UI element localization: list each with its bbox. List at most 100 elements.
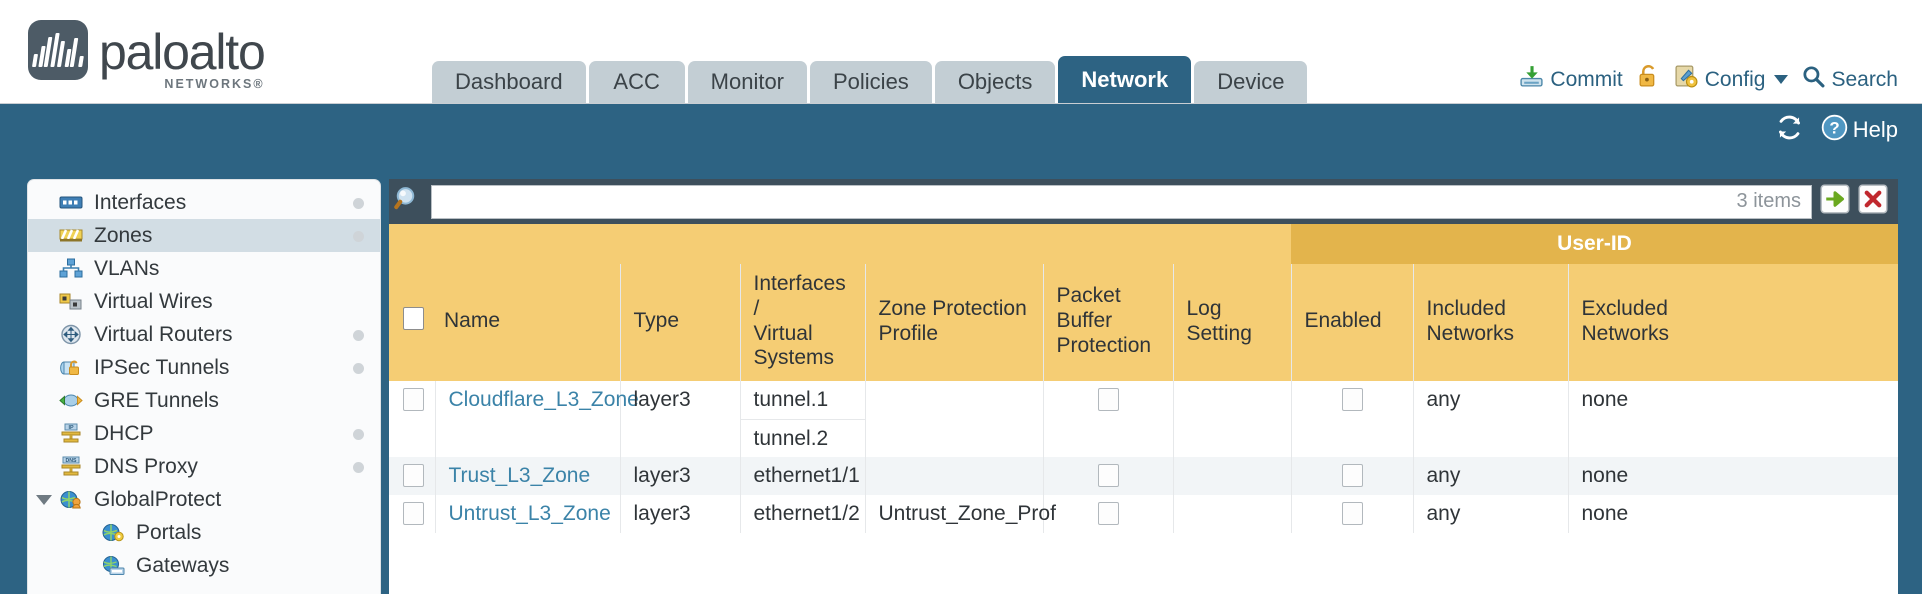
expand-triangle-icon[interactable]	[36, 495, 52, 505]
globalprotect-icon	[58, 489, 84, 511]
nav-tab-dashboard[interactable]: Dashboard	[432, 61, 586, 103]
column-header-name[interactable]: Name	[435, 264, 621, 382]
search-label: Search	[1831, 67, 1898, 91]
column-header-enabled[interactable]: Enabled	[1291, 264, 1414, 382]
sidebar-item-indicator-dot	[353, 363, 364, 374]
sidebar-item-gateways[interactable]: Gateways	[28, 549, 380, 582]
select-all-checkbox[interactable]	[403, 307, 424, 331]
interface-entry: ethernet1/1	[753, 464, 860, 488]
cell-text: none	[1581, 388, 1629, 412]
config-menu[interactable]: Config	[1674, 64, 1789, 95]
column-header-line: Packet Buffer	[1056, 284, 1121, 333]
nav-tab-device[interactable]: Device	[1194, 61, 1308, 103]
sidebar-item-label: IPSec Tunnels	[94, 355, 230, 379]
nav-tab-network[interactable]: Network	[1058, 56, 1192, 103]
svg-text:IP: IP	[68, 425, 73, 431]
sidebar-item-virtual-routers[interactable]: Virtual Routers	[28, 318, 380, 351]
config-label: Config	[1704, 67, 1766, 91]
sidebar-item-label: Portals	[136, 520, 202, 544]
cell-userid-enabled	[1291, 381, 1414, 458]
packet-buffer-protection-checkbox[interactable]	[1097, 464, 1119, 488]
nav-tab-monitor[interactable]: Monitor	[687, 61, 807, 103]
interfaces-icon	[58, 192, 84, 214]
commit-label: Commit	[1550, 67, 1623, 91]
column-header-line: Zone Protection	[878, 296, 1027, 320]
sidebar-item-interfaces[interactable]: Interfaces	[28, 186, 380, 219]
main-panel: 3 items	[389, 179, 1898, 594]
sidebar-item-dns-proxy[interactable]: DNS DNS Proxy	[28, 450, 380, 483]
cell-interfaces: ethernet1/1	[740, 457, 866, 496]
zone-name-link[interactable]: Trust_L3_Zone	[448, 464, 591, 488]
column-header-line: Profile	[878, 321, 939, 345]
virtual-wires-icon	[58, 291, 84, 313]
sidebar-item-portals[interactable]: Portals	[28, 516, 380, 549]
sidebar-item-gre-tunnels[interactable]: GRE Tunnels	[28, 384, 380, 417]
config-wrench-icon	[1674, 64, 1699, 95]
column-header-type[interactable]: Type	[620, 264, 741, 382]
search-button[interactable]: Search	[1802, 65, 1898, 94]
userid-enabled-checkbox[interactable]	[1341, 388, 1363, 412]
sidebar-item-globalprotect[interactable]: GlobalProtect	[28, 483, 380, 516]
cell-name[interactable]: Untrust_L3_Zone	[435, 495, 621, 534]
zone-name-link[interactable]: Cloudflare_L3_Zone	[448, 388, 639, 412]
sidebar-item-dhcp[interactable]: IP DHCP	[28, 417, 380, 450]
cell-name[interactable]: Trust_L3_Zone	[435, 457, 621, 496]
row-select-checkbox[interactable]	[403, 388, 424, 412]
nav-tab-objects[interactable]: Objects	[934, 61, 1056, 103]
portals-icon	[100, 522, 126, 544]
sidebar-item-indicator-dot	[353, 462, 364, 473]
sidebar-item-label: DNS Proxy	[94, 454, 198, 478]
cell-name[interactable]: Cloudflare_L3_Zone	[435, 381, 639, 458]
interface-entry: tunnel.2	[740, 419, 865, 457]
userid-enabled-checkbox[interactable]	[1341, 464, 1363, 488]
apply-filter-button[interactable]	[1820, 184, 1850, 219]
sidebar-item-ipsec-tunnels[interactable]: IPSec Tunnels	[28, 351, 380, 384]
padlock-icon[interactable]	[1637, 64, 1660, 95]
search-input[interactable]: 3 items	[431, 184, 1812, 219]
column-header-line: Excluded	[1581, 296, 1668, 320]
sidebar-item-zones[interactable]: Zones	[28, 219, 380, 252]
nav-tab-acc[interactable]: ACC	[588, 61, 685, 103]
nav-tab-label: Objects	[957, 69, 1033, 94]
row-select-cell	[389, 495, 436, 534]
vlans-icon	[58, 258, 84, 280]
cell-text: none	[1581, 502, 1629, 526]
select-all-header	[389, 264, 435, 382]
nav-tab-policies[interactable]: Policies	[810, 61, 932, 103]
row-select-checkbox[interactable]	[403, 464, 424, 488]
search-icon[interactable]	[393, 184, 423, 219]
zone-name-link[interactable]: Untrust_L3_Zone	[448, 502, 611, 526]
column-header-line: Log Setting	[1186, 296, 1252, 345]
brand-logo[interactable]: paloalto NETWORKS®	[28, 20, 266, 91]
packet-buffer-protection-checkbox[interactable]	[1097, 388, 1119, 412]
packet-buffer-protection-checkbox[interactable]	[1097, 502, 1119, 526]
commit-button[interactable]: Commit	[1519, 64, 1623, 95]
sidebar-item-indicator-dot	[353, 330, 364, 341]
refresh-icon[interactable]	[1776, 114, 1803, 146]
cell-text: Untrust_Zone_Prof	[878, 502, 1056, 526]
row-select-checkbox[interactable]	[403, 502, 424, 526]
sidebar-item-label: Virtual Routers	[94, 322, 233, 346]
row-select-cell	[389, 457, 436, 496]
column-header-log[interactable]: Log Setting	[1173, 264, 1292, 382]
userid-enabled-checkbox[interactable]	[1341, 502, 1363, 526]
help-button[interactable]: ? Help	[1821, 114, 1898, 146]
clear-filter-button[interactable]	[1858, 184, 1888, 219]
sidebar-item-vlans[interactable]: VLANs	[28, 252, 380, 285]
column-header-line: Type	[633, 309, 680, 333]
dhcp-icon: IP	[58, 423, 84, 445]
sidebar-item-virtual-wires[interactable]: Virtual Wires	[28, 285, 380, 318]
cell-text: layer3	[633, 388, 691, 412]
